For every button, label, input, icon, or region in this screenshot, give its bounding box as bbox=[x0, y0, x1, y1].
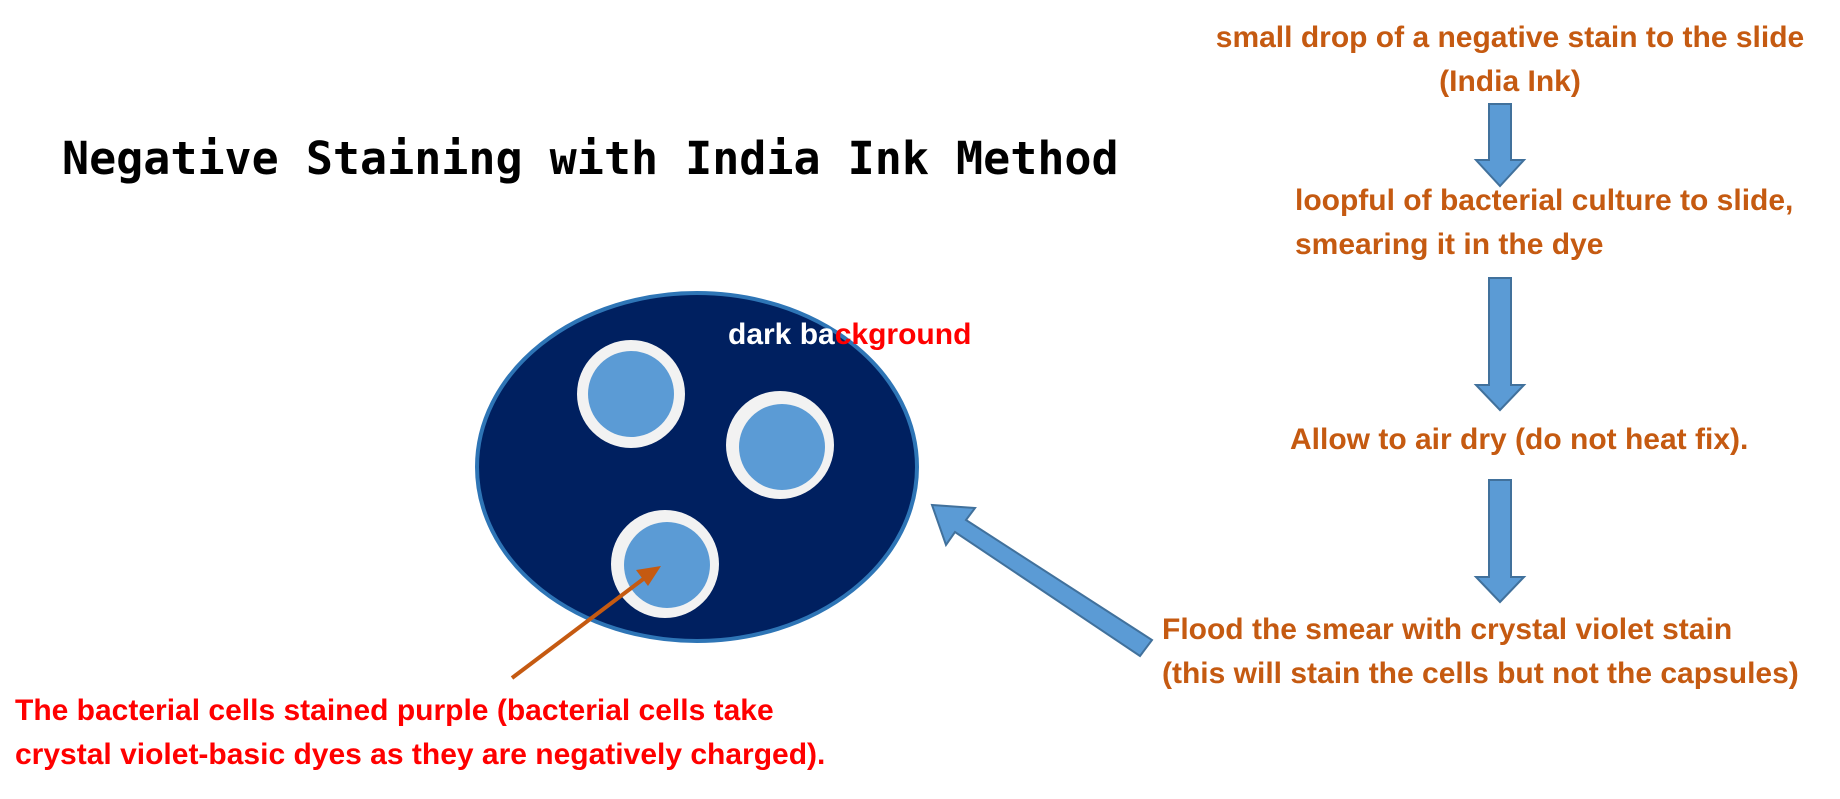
cells-caption-line-2: crystal violet-basic dyes as they are ne… bbox=[15, 738, 826, 771]
bacterial-cell-3 bbox=[611, 510, 719, 618]
step-3-line-1: Allow to air dry (do not heat fix). bbox=[1290, 423, 1749, 456]
step-1-line-2: (India Ink) bbox=[1439, 65, 1581, 98]
bacterial-cell-2 bbox=[726, 391, 834, 499]
dark-background-label: dark background bbox=[728, 315, 971, 355]
cell-body-2 bbox=[739, 404, 825, 490]
step-2-line-2: smearing it in the dye bbox=[1295, 228, 1604, 261]
caption-pointer-line bbox=[510, 575, 648, 680]
step-air-dry: Allow to air dry (do not heat fix). bbox=[1290, 418, 1748, 462]
cell-body-1 bbox=[588, 351, 674, 437]
step-apply-stain: small drop of a negative stain to the sl… bbox=[1180, 16, 1840, 104]
dark-background-label-white: dark ba bbox=[728, 318, 835, 351]
step-2-line-1: loopful of bacterial culture to slide, bbox=[1295, 184, 1794, 217]
cells-caption: The bacterial cells stained purple (bact… bbox=[15, 689, 825, 777]
flow-arrow-2 bbox=[1473, 277, 1527, 412]
flood-arrow bbox=[930, 503, 1154, 658]
step-4-line-1: Flood the smear with crystal violet stai… bbox=[1162, 613, 1733, 646]
step-add-culture: loopful of bacterial culture to slide, s… bbox=[1295, 179, 1793, 267]
step-4-line-2: (this will stain the cells but not the c… bbox=[1162, 657, 1799, 690]
cells-caption-line-1: The bacterial cells stained purple (bact… bbox=[15, 694, 774, 727]
dark-background-label-red: ckground bbox=[834, 318, 972, 351]
bacterial-cell-1 bbox=[577, 340, 685, 448]
page-title: Negative Staining with India Ink Method bbox=[62, 132, 1119, 185]
step-1-line-1: small drop of a negative stain to the sl… bbox=[1215, 21, 1805, 54]
flow-arrow-3 bbox=[1473, 479, 1527, 604]
flow-arrow-1 bbox=[1473, 103, 1527, 188]
step-flood-crystal-violet: Flood the smear with crystal violet stai… bbox=[1162, 608, 1799, 696]
cell-body-3 bbox=[624, 522, 710, 608]
caption-pointer-head bbox=[636, 566, 661, 586]
